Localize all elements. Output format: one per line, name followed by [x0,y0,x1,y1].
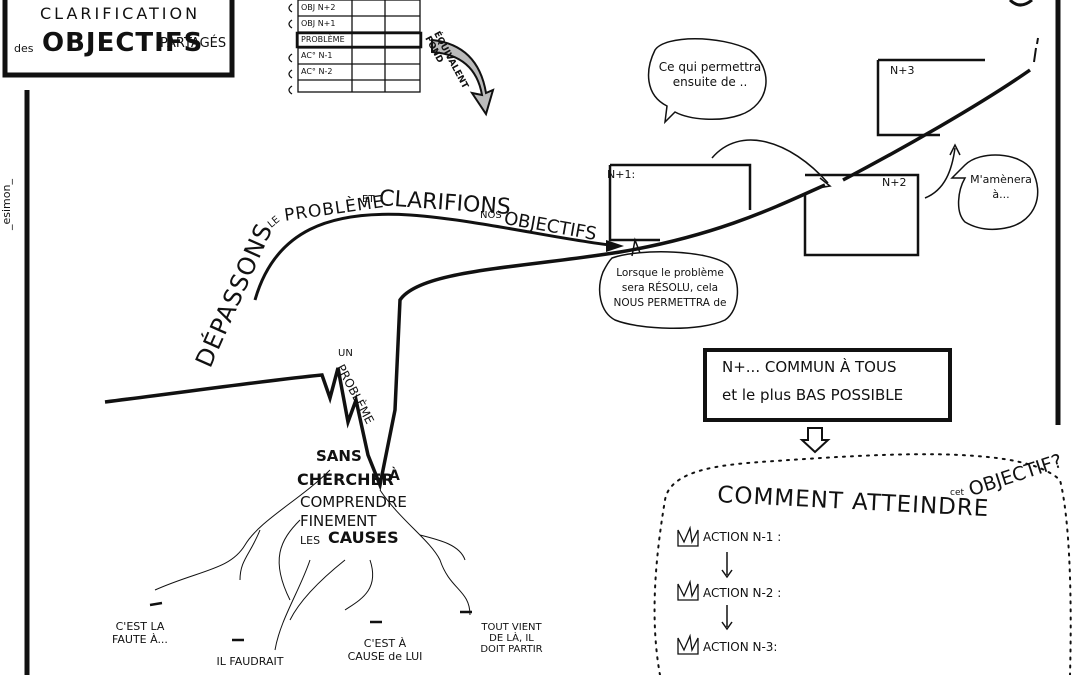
root-ticks [149,601,472,642]
bubble-bottom: Lorsque le problème sera RÉSOLU, cela NO… [605,266,735,311]
main-curve [104,68,1032,492]
action-arrow-2 [721,605,733,631]
root-text-finement: FINEMENT [300,512,377,530]
bubble-bottom-shape [599,237,739,329]
curve-dots [1033,37,1039,63]
cause-1-line1: C'EST LA [115,620,165,633]
box-n1-label: N+1: [607,168,636,181]
table-row-label: OBJ N+1 [301,19,336,28]
mini-table [288,0,423,95]
table-row-label: OBJ N+2 [301,3,336,12]
root-text-les: LES [300,534,321,547]
box-n3 [876,58,985,137]
action-n2: ACTION N-2 : [703,586,782,600]
table-row-label: PROBLÈME [301,35,345,44]
root-text-a: À [389,468,400,484]
bubble-right-line2: à... [992,188,1010,201]
box-n3-label: N+3 [890,64,915,77]
curve-word-nos: NOS [480,210,502,221]
common-box [703,348,952,422]
cause-3-line2: CAUSE de LUI [347,650,423,663]
root-text-chercher: CHERCHER [297,470,394,489]
curve-word-et: ET [362,194,375,205]
bubble-top-line2: ensuite de .. [672,75,748,89]
arrow-to-n3-head [949,143,961,156]
bubble-right-shape [950,154,1039,230]
table-row-label: AC° N-1 [301,51,333,60]
bubble-right: M'amènera à... [968,172,1034,202]
bubble-top-shape [647,38,767,125]
question-cet: cet [950,488,965,498]
root-text-comprendre: COMPRENDRE [300,493,407,511]
action-arrow-1 [721,552,733,579]
upper-curve-arrowhead [606,240,624,252]
box-n2-label: N+2 [882,176,907,189]
action-n3: ACTION N-3: [703,640,778,654]
common-line2: et le plus BAS POSSIBLE [722,386,904,404]
bubble-bottom-line2: sera RÉSOLU, cela [621,282,719,294]
title-box [2,0,235,78]
cause-4: TOUT VIENT DE LÀ, IL DOIT PARTIR [474,622,549,655]
cause-1-line2: FAUTE À... [112,633,168,646]
cause-3-line1: C'EST À [363,637,407,650]
title-prefix: des [14,42,34,55]
cause-4-line2: DE LÀ, IL [489,633,534,644]
roots [154,469,471,651]
bubble-bottom-line1: Lorsque le problème [616,267,724,279]
cause-3: C'EST À CAUSE de LUI [340,637,430,663]
bubble-top-line1: Ce qui permettra [658,60,762,74]
cause-4-line1: TOUT VIENT [481,622,542,633]
title-suffix: PARTAGÉS [160,36,227,51]
root-text-causes: CAUSES [328,528,399,547]
arrow-to-n3 [924,147,956,199]
upper-curve [253,212,619,301]
hand-icons [677,525,699,655]
common-line1: N+... COMMUN À TOUS [722,358,897,376]
bubble-top: Ce qui permettra ensuite de .. [655,60,765,90]
fond-arrow [431,38,495,117]
box-n1 [608,163,752,242]
cause-1: C'EST LA FAUTE À... [100,620,180,646]
table-row-label: AC° N-2 [301,67,333,76]
signature: _esimon_ [0,179,13,230]
action-n1: ACTION N-1 : [703,530,782,544]
title-line1: CLARIFICATION [40,4,201,23]
cause-4-line3: DOIT PARTIR [480,644,543,655]
arrow-to-n2 [711,139,829,184]
cause-2-line1: IL FAUDRAIT [216,655,284,668]
top-right-mark [1008,0,1033,7]
problem-un: UN [338,348,353,359]
hollow-down-arrow [799,427,831,454]
root-text-sans: SANS [316,447,362,465]
cause-2: IL FAUDRAIT [210,655,290,668]
arrow-to-n2-head [817,177,832,189]
bubble-right-line1: M'amènera [970,173,1032,186]
dotted-cloud [653,453,1072,675]
title-objectifs: OBJECTIFS [42,28,204,58]
bubble-bottom-line3: NOUS PERMETTRA de [613,297,727,309]
box-n2 [803,173,920,257]
